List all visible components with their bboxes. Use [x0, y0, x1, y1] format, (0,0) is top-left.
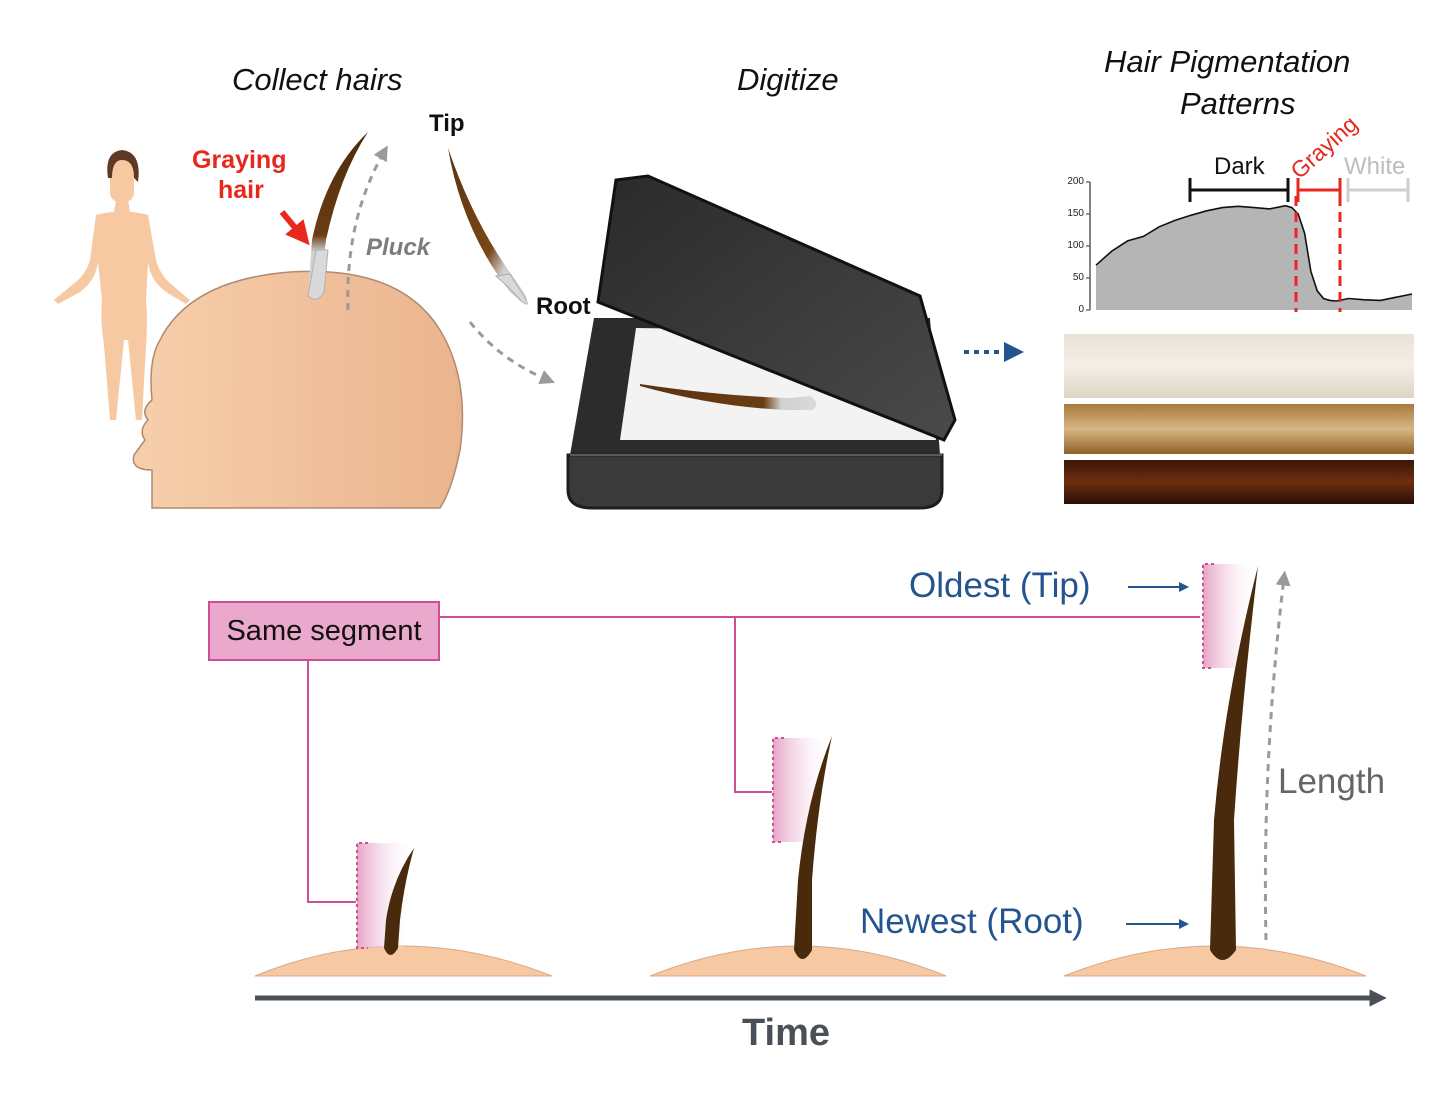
pluck-label: Pluck [366, 234, 431, 261]
chart-ytick-label: 200 [1067, 176, 1084, 187]
length-label: Length [1278, 762, 1386, 801]
chart-ytick-label: 150 [1067, 208, 1084, 219]
oldest-tip-label: Oldest (Tip) [909, 566, 1091, 605]
graying-pointer-arrow [279, 210, 310, 246]
plucked-hair [448, 148, 527, 303]
chart-ytick-label: 50 [1072, 272, 1084, 283]
profile-line [1095, 204, 1413, 302]
scanner [566, 174, 957, 510]
segment-marker-2 [772, 737, 832, 843]
hair-strip-light-brown [1064, 404, 1414, 454]
time-axis-label: Time [742, 1012, 831, 1054]
pigmentation-chart [1086, 178, 1413, 312]
newest-root-label: Newest (Root) [860, 902, 1084, 941]
graying-hair-label-line2: hair [218, 176, 264, 204]
step-digitize-title: Digitize [737, 62, 839, 97]
segment-connectors [307, 616, 1200, 903]
profile-area [1096, 205, 1412, 310]
root-label: Root [536, 293, 591, 320]
graying-bracket [1296, 178, 1342, 202]
white-label: White [1344, 153, 1406, 180]
skin-mound-1 [254, 945, 553, 977]
tip-label: Tip [429, 110, 465, 137]
chart-ytick-label: 100 [1067, 240, 1084, 251]
step-collect-title: Collect hairs [232, 62, 403, 97]
dark-bracket [1188, 178, 1290, 202]
to-scanner-arrow [468, 321, 555, 385]
chart-yticks [1086, 181, 1090, 311]
hair-long [1210, 566, 1258, 960]
hair-strip-dark-brown [1064, 460, 1414, 504]
hair-short [384, 848, 414, 955]
chart-ytick-label: 0 [1078, 304, 1084, 315]
head-profile [132, 270, 464, 509]
white-bracket [1346, 178, 1410, 202]
length-arrow [1263, 570, 1291, 941]
graying-hair-label-line1: Graying [192, 146, 287, 174]
hair-strip-white [1064, 334, 1414, 398]
same-segment-label: Same segment [226, 614, 422, 647]
person-figure [54, 150, 190, 420]
dark-label: Dark [1214, 153, 1265, 180]
pluck-arrow [346, 145, 388, 311]
step-patterns-title-line1: Hair Pigmentation [1104, 44, 1351, 79]
same-segment-box: Same segment [208, 601, 440, 661]
hair-medium [794, 736, 832, 959]
step-patterns-title-line2: Patterns [1180, 86, 1296, 121]
